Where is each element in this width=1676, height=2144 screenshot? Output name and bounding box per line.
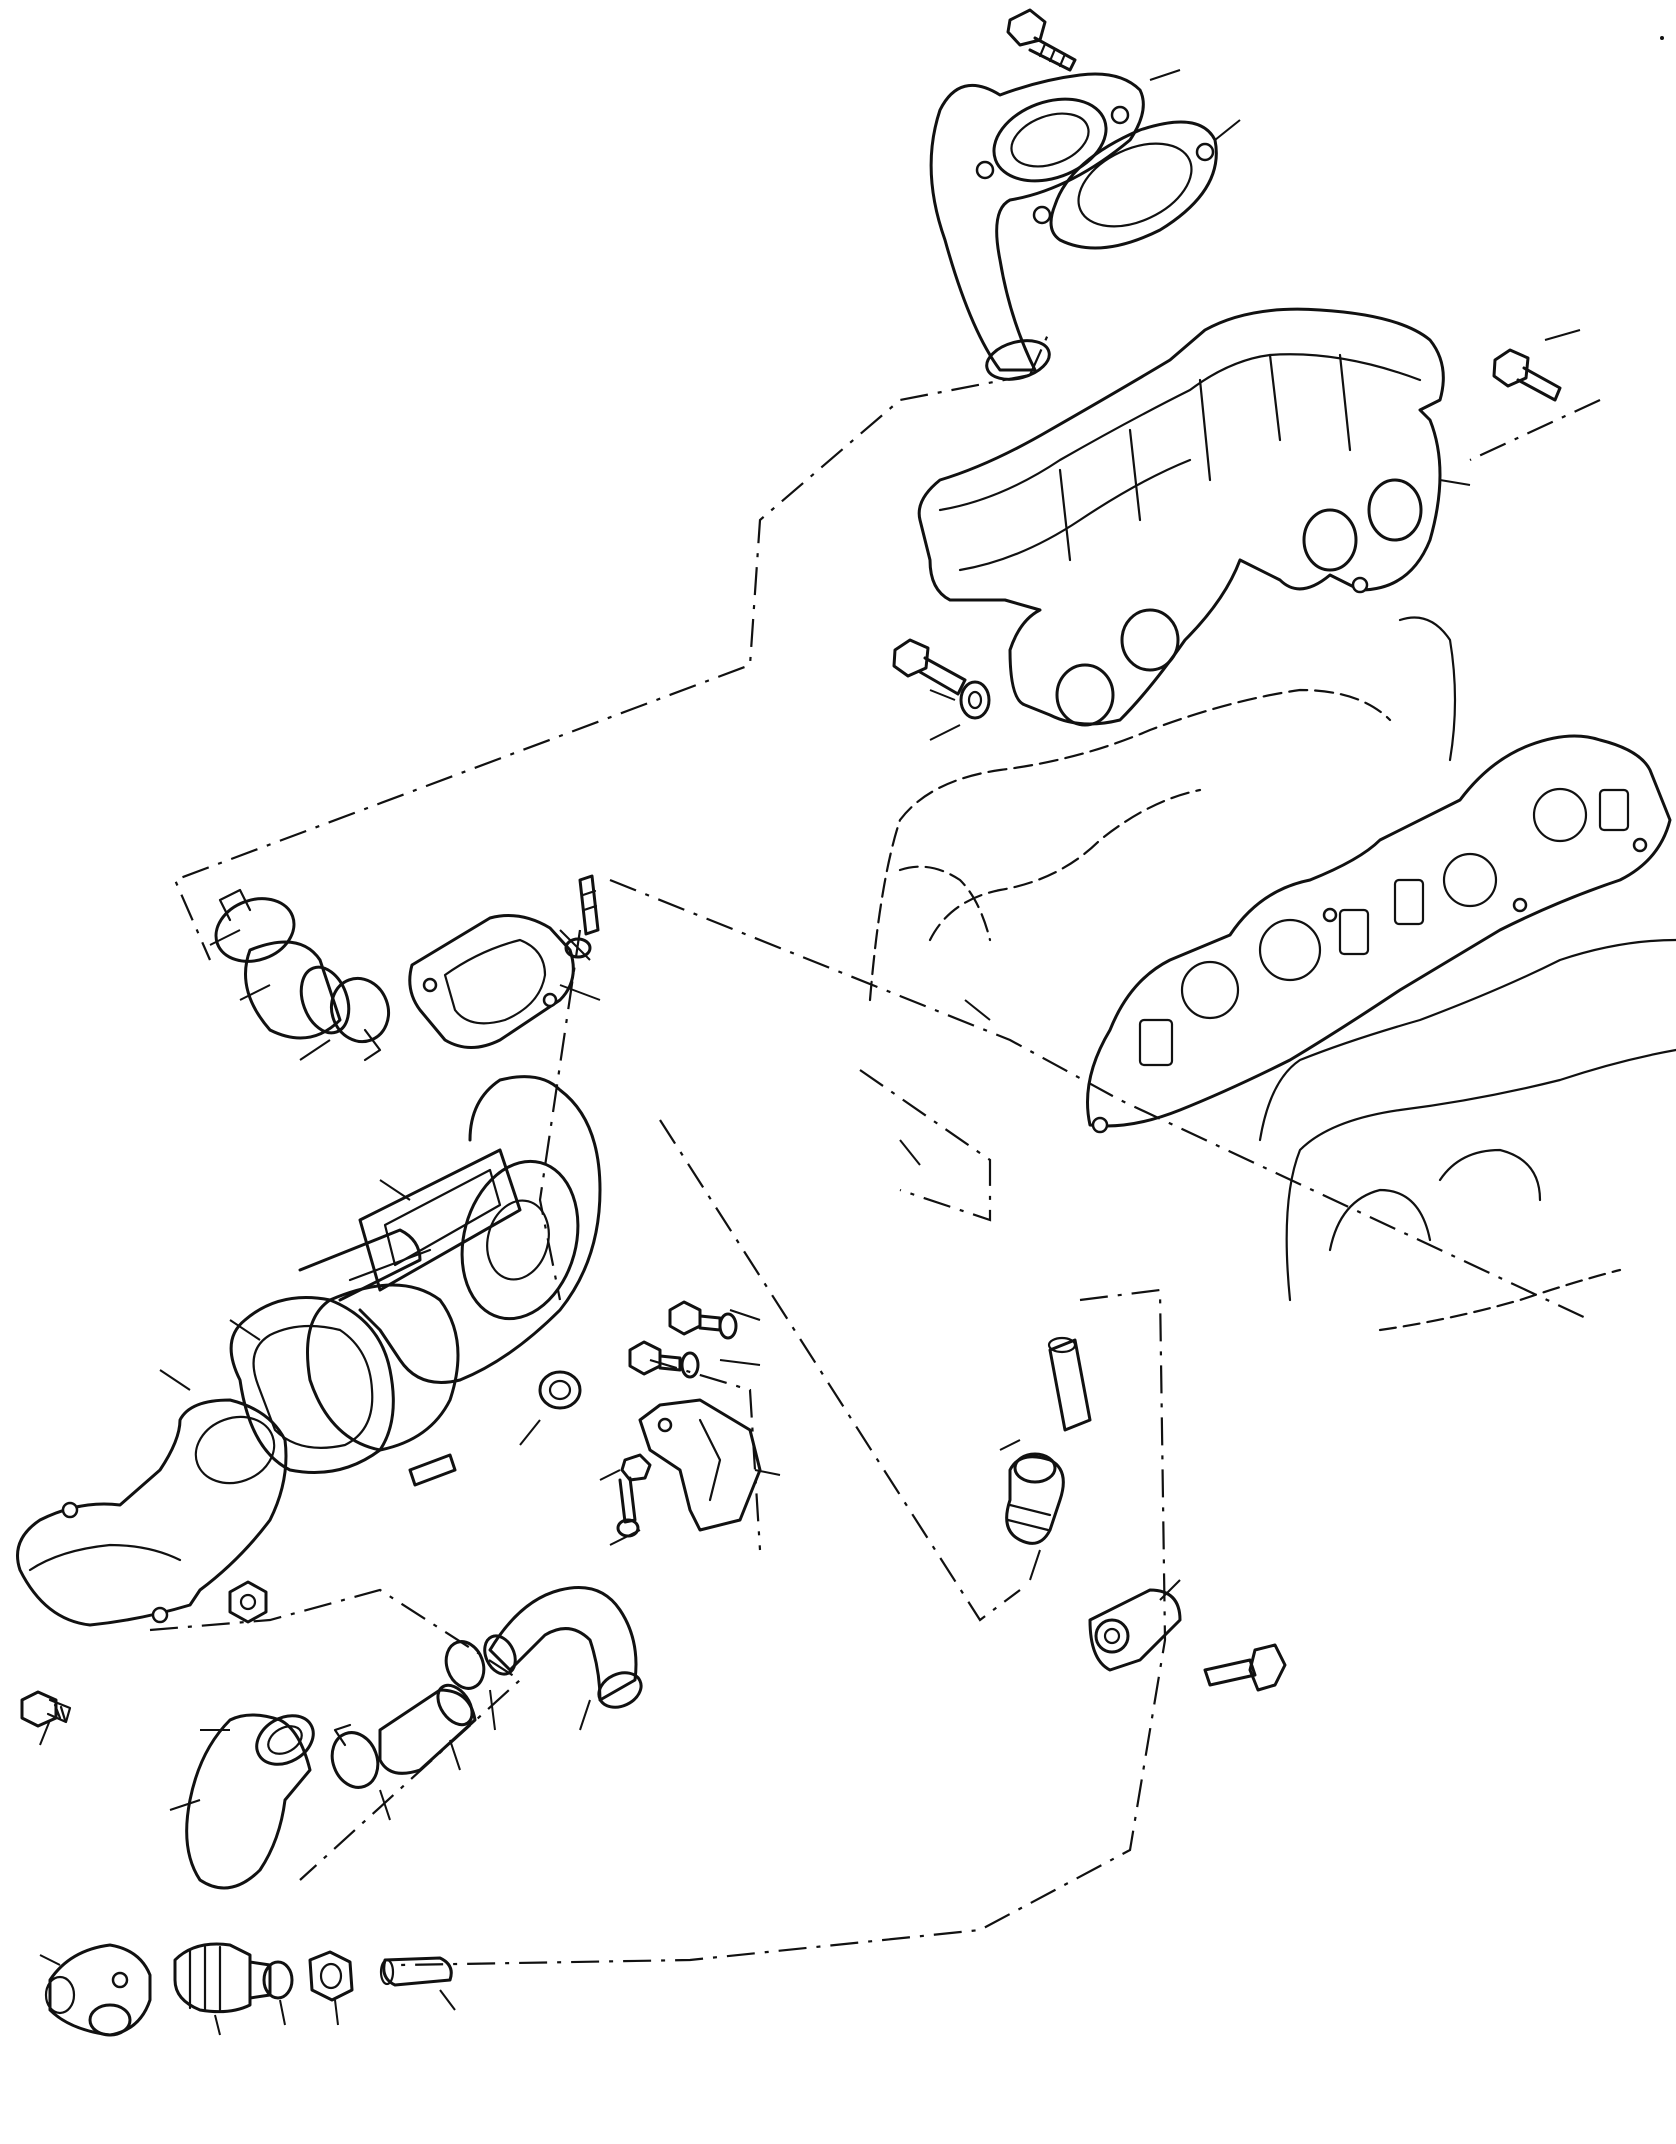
manifold-bolt bbox=[1006, 8, 1077, 72]
hollow-bolt-fitting bbox=[1005, 1452, 1065, 1545]
manifold-gasket bbox=[1086, 734, 1672, 1134]
manifold-stud-bolt bbox=[892, 638, 991, 720]
outlet-elbow-pipe bbox=[929, 72, 1145, 381]
banjo-block bbox=[1088, 1588, 1182, 1672]
olive-sleeve bbox=[262, 1960, 294, 2000]
oil-return-elbow bbox=[185, 1713, 315, 1890]
tee-fitting bbox=[44, 1943, 152, 2037]
plug bbox=[20, 1690, 72, 1728]
stud bbox=[564, 874, 600, 959]
exhaust-manifold-upper bbox=[917, 307, 1445, 727]
cylinder-head-section bbox=[868, 616, 1676, 1332]
banjo-bolt bbox=[1203, 1643, 1287, 1692]
bracket-bolt bbox=[616, 1453, 652, 1538]
oil-return-hose bbox=[378, 1683, 477, 1775]
oil-feed-hose-segment bbox=[379, 1956, 453, 1987]
hose-clamp bbox=[214, 888, 296, 963]
union-fitting bbox=[173, 1942, 272, 2014]
bolt-washer-1 bbox=[668, 1300, 738, 1340]
manifold-bolt-right bbox=[1492, 348, 1562, 402]
bolt-washer-2 bbox=[628, 1340, 700, 1379]
callout-leaders bbox=[39, 69, 1581, 2036]
turbocharger bbox=[298, 1075, 602, 1487]
turbo-flange-gasket bbox=[408, 914, 575, 1049]
union-nut bbox=[308, 1950, 354, 2002]
turbo-outlet-gasket bbox=[229, 1296, 395, 1474]
elbow-flange-gasket bbox=[1032, 120, 1218, 250]
assembly-center-lines bbox=[149, 329, 1601, 1967]
corner-dot bbox=[1660, 36, 1664, 40]
bracket bbox=[638, 1398, 762, 1532]
connector-hose bbox=[244, 940, 351, 1040]
oil-feed-tube bbox=[1047, 1336, 1092, 1432]
turbo-outlet-elbow bbox=[16, 1398, 288, 1627]
oil-return-pipe bbox=[483, 1586, 643, 1709]
oil-return-hose-clamp bbox=[330, 1723, 380, 1789]
oil-return-hose-clamp-2 bbox=[444, 1640, 486, 1690]
nut bbox=[228, 1580, 268, 1624]
hose-clamp-2 bbox=[330, 976, 390, 1062]
